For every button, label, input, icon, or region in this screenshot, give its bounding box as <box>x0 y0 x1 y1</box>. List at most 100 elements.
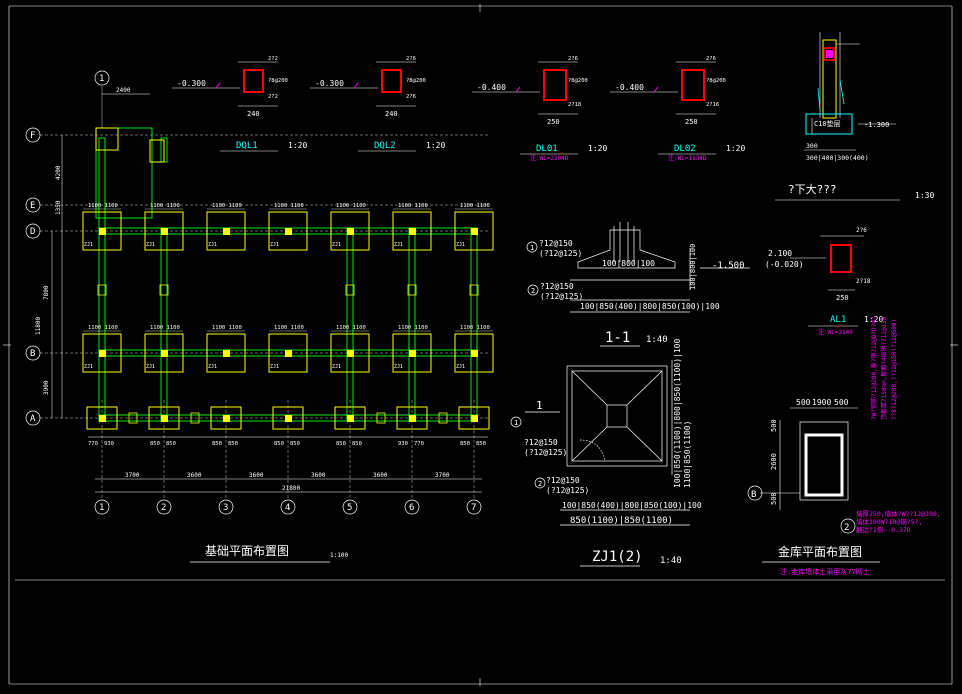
footing-top-dim: 1100 1100 <box>274 203 304 209</box>
section-1-1-text: 1 2 ?12@150 (?12@125) ?12@150 (?12@125) … <box>530 239 745 347</box>
footing-top-dim: 1100 1100 <box>398 325 428 331</box>
axis-label: E <box>30 201 35 211</box>
section-scale: 1:20 <box>426 141 445 150</box>
section-bottom-bars: 2?18 <box>568 102 581 108</box>
footing-dim: 850 <box>150 441 160 447</box>
axis-label: 3 <box>223 503 228 513</box>
footing-label: ZJ1 <box>84 242 93 248</box>
wall-detail-concrete: C10垫层 <box>814 119 841 128</box>
section-rebar-box <box>381 69 402 93</box>
svg-text:墙体100W?10@钢?5?,: 墙体100W?10@钢?5?, <box>856 517 922 526</box>
wall-footing-detail: C10垫层 -1.300 300 300|400|300(400) ?下大???… <box>775 32 934 201</box>
column <box>285 415 292 422</box>
section-width: 250 <box>547 118 560 126</box>
column <box>161 415 168 422</box>
al1-section: 2.100 (-0.020) 2?6 2?18 250 AL1 1:20 注:W… <box>765 227 883 336</box>
beam-stud <box>438 412 448 424</box>
axis-bubble <box>404 499 420 515</box>
section-scale: 1:20 <box>288 141 307 150</box>
footing-dim: 770 <box>414 441 424 447</box>
tie-beam <box>98 137 106 235</box>
footing-dim: 850 <box>212 441 222 447</box>
svg-text:250: 250 <box>836 294 849 302</box>
column <box>409 415 416 422</box>
left-dim: 4200 <box>55 165 62 180</box>
footing-label: ZJ1 <box>146 364 155 370</box>
axis-label: 5 <box>347 503 352 513</box>
footing-zj1 <box>86 406 118 430</box>
footing-zj1 <box>144 211 184 251</box>
beam-stud <box>376 412 386 424</box>
footing-dim: 850 <box>290 441 300 447</box>
column <box>161 228 168 235</box>
footing-top-dim: 1100 1100 <box>88 203 118 209</box>
svg-text:2?18: 2?18 <box>856 278 871 285</box>
warehouse-title: 金库平面布置图 <box>778 544 862 559</box>
svg-text:(?12@125): (?12@125) <box>546 486 589 495</box>
section-stirrup: ?8@200 <box>268 78 288 84</box>
svg-text:1: 1 <box>514 419 518 427</box>
warehouse-plan: B 2 500 1900 500 500 2600 500 墙厚250,墙体?W… <box>747 316 941 576</box>
bay-dim: 3700 <box>125 472 140 479</box>
footing-top-dim: 1100 1100 <box>212 203 242 209</box>
column <box>161 350 168 357</box>
column <box>409 228 416 235</box>
axis-label: B <box>30 349 35 359</box>
svg-text:1: 1 <box>530 244 534 252</box>
footing-zj1 <box>330 333 370 373</box>
al1-title: AL1 <box>830 315 846 325</box>
axis-bubble <box>466 499 482 515</box>
beam-stud <box>128 412 138 424</box>
svg-text:??8?12@200,??12@150(?12@500): ??8?12@200,??12@150(?12@500) <box>891 319 898 420</box>
svg-text:?12@150: ?12@150 <box>546 476 580 485</box>
section-title: DL01 <box>536 144 558 154</box>
zj1-title: ZJ1(2) <box>592 549 643 565</box>
section-top-bars: 2?2 <box>268 56 278 62</box>
footing-top-dim: 1100 1100 <box>150 325 180 331</box>
footing-label: ZJ1 <box>84 364 93 370</box>
left-dim: 1350 <box>55 200 62 215</box>
axis-bubble <box>280 499 296 515</box>
footing-zj1 <box>454 333 494 373</box>
footing-label: ZJ1 <box>456 242 465 248</box>
column <box>223 228 230 235</box>
beam-stud <box>469 284 479 296</box>
axis-label: A <box>30 414 36 424</box>
footing-label: ZJ1 <box>394 364 403 370</box>
beam-stud <box>345 284 355 296</box>
section-1-1 <box>526 222 750 313</box>
footing-label: ZJ1 <box>208 364 217 370</box>
svg-text:300: 300 <box>806 142 818 150</box>
footing-zj1 <box>268 211 308 251</box>
axis-bubble <box>25 223 41 239</box>
section-bottom-bars: 2?16 <box>706 102 719 108</box>
footing-dim: 850 <box>460 441 470 447</box>
beam-stud <box>159 284 169 296</box>
footing-zj1 <box>454 211 494 251</box>
section-title: DL02 <box>674 144 696 154</box>
section-note: 注:WL=2204D <box>530 154 569 162</box>
svg-text:(-0.020): (-0.020) <box>765 260 804 269</box>
footing-zj1 <box>210 406 242 430</box>
footing-label: ZJ1 <box>146 242 155 248</box>
svg-text:2.100: 2.100 <box>768 249 792 258</box>
footing-zj1 <box>458 406 490 430</box>
column <box>347 415 354 422</box>
footing-dim: 930 <box>398 441 408 447</box>
section-elev: -0.400 <box>477 83 506 92</box>
elev-mark <box>653 86 659 93</box>
axis-label: 4 <box>285 503 290 513</box>
svg-text:2: 2 <box>538 480 542 488</box>
footing-zj1 <box>334 406 366 430</box>
svg-text:500: 500 <box>834 398 849 407</box>
axis-label: 2 <box>161 503 166 513</box>
svg-text:顶板厚?150mm,板面?4级钢??12@150: 顶板厚?150mm,板面?4级钢??12@150 <box>880 316 888 420</box>
svg-text:500: 500 <box>796 398 811 407</box>
column <box>471 415 478 422</box>
elev-mark <box>515 86 521 93</box>
